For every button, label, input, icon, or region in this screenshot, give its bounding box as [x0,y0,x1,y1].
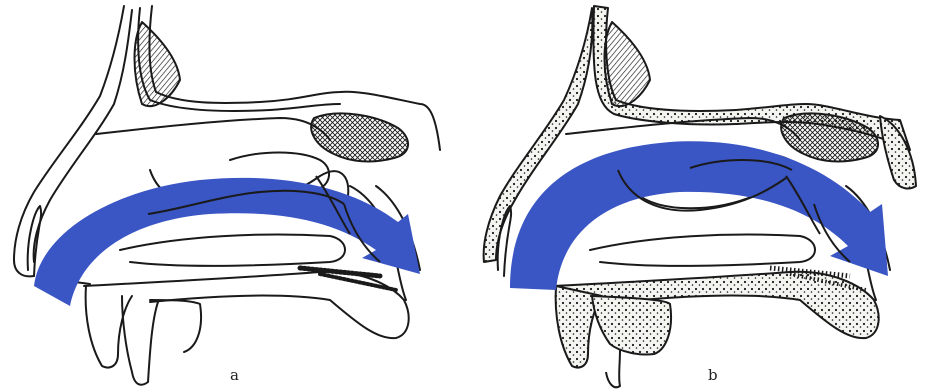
panel-label-a: a [230,366,239,384]
upper-lip [86,286,132,368]
inferior-turbinate [120,235,345,266]
nasal-cavity-drawing-b [470,0,929,392]
inferior-turbinate [590,235,815,266]
nasal-cavity-drawing-a [0,0,462,392]
frontal-sinus [605,22,651,106]
frontal-sinus [135,22,181,106]
sphenoid-sinus [311,113,408,161]
diagram-panel-b: b [470,0,929,392]
diagram-panel-a: a [0,0,462,392]
panel-label-b: b [708,366,718,384]
airflow-arrow-b [510,141,888,290]
